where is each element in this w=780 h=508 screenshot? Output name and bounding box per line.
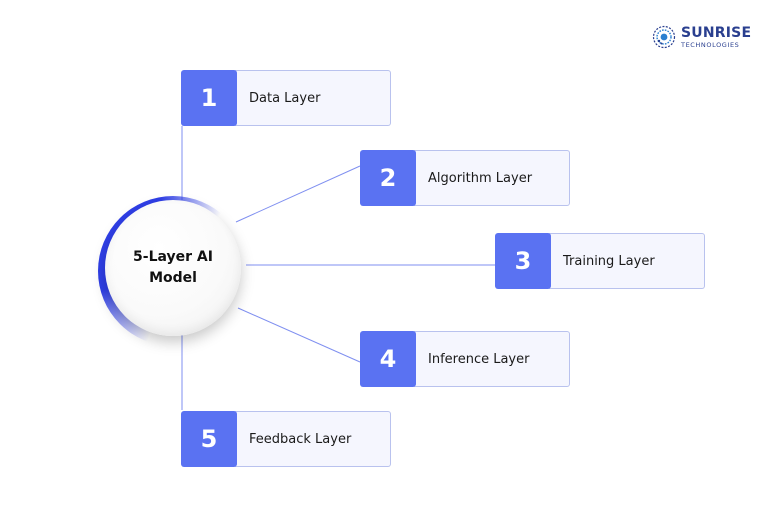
layer-label: Training Layer: [549, 233, 705, 289]
sunrise-globe-dots-icon: [652, 25, 676, 49]
brand-subtitle: TECHNOLOGIES: [681, 40, 740, 49]
center-hub: 5-Layer AI Model: [105, 200, 241, 336]
connector-algorithm-layer: [235, 165, 361, 223]
layer-label: Feedback Layer: [235, 411, 391, 467]
layer-number: 5: [181, 411, 237, 467]
layer-number: 2: [360, 150, 416, 206]
layer-label: Inference Layer: [414, 331, 570, 387]
layer-number: 1: [181, 70, 237, 126]
layer-card-4: 4 Inference Layer: [360, 331, 570, 387]
layer-card-5: 5 Feedback Layer: [181, 411, 391, 467]
connector-inference-layer: [237, 307, 361, 363]
layer-card-3: 3 Training Layer: [495, 233, 705, 289]
brand-wordmark: SUNRISE TECHNOLOGIES: [681, 26, 751, 49]
layer-card-1: 1 Data Layer: [181, 70, 391, 126]
layer-number: 3: [495, 233, 551, 289]
layer-label: Algorithm Layer: [414, 150, 570, 206]
layer-number: 4: [360, 331, 416, 387]
layer-card-2: 2 Algorithm Layer: [360, 150, 570, 206]
hub-title: 5-Layer AI Model: [133, 249, 213, 286]
layer-label: Data Layer: [235, 70, 391, 126]
brand-name: SUNRISE: [681, 24, 752, 41]
brand-logo: SUNRISE TECHNOLOGIES: [652, 24, 751, 50]
